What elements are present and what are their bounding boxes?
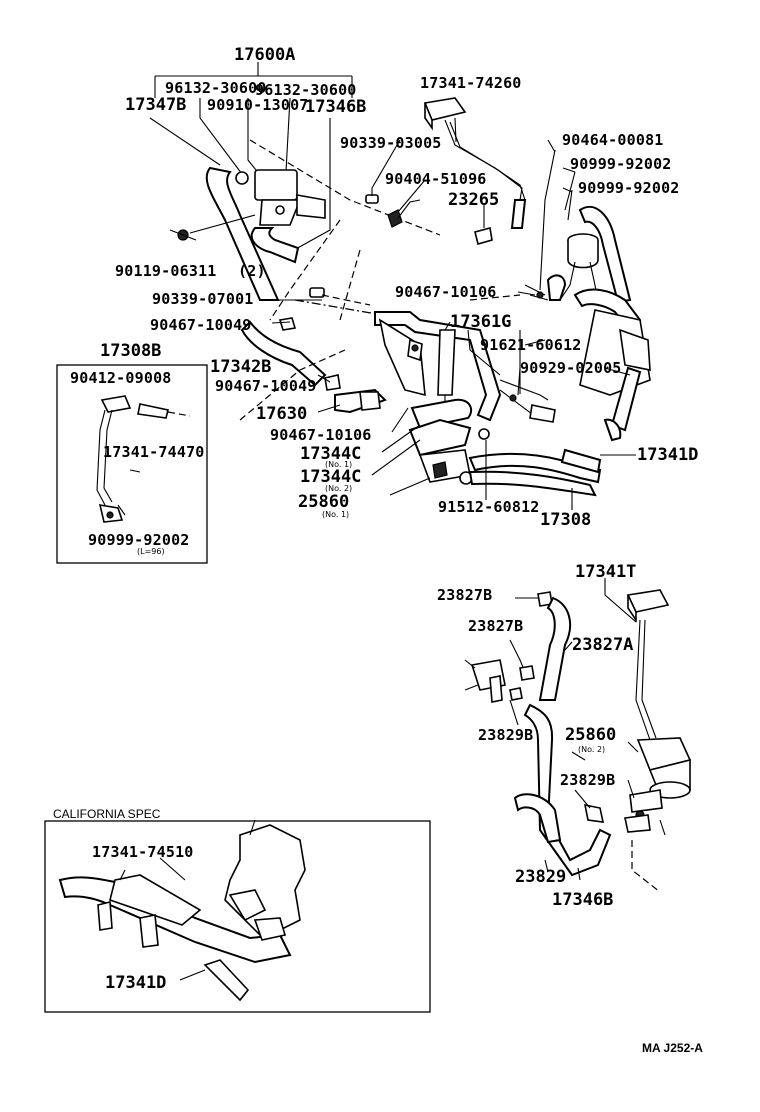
leader-lines [129,117,636,510]
part-labels: 17600A 96132-30600 96132-30600 17347B 90… [53,45,703,1055]
label-17341t: 17341T [575,562,636,582]
label-90412: 90412-09008 [70,369,172,387]
label-90467-10106-a: 90467-10106 [395,283,497,301]
label-23829b-b: 23829B [560,771,615,789]
label-96132-b: 96132-30600 [255,81,357,99]
label-90999-c-sub: (L=96) [137,547,165,556]
label-90999-b: 90999-92002 [578,179,680,197]
label-23829: 23829 [515,867,566,887]
label-17341d: 17341D [637,445,698,465]
label-25860-1-sub: (No. 1) [322,510,349,519]
lower-right-assembly [464,578,692,893]
label-96132-a: 96132-30600 [165,79,267,97]
label-california-spec: CALIFORNIA SPEC [53,807,161,821]
label-90929: 90929-02005 [520,359,622,377]
label-17341d-california: 17341D [105,973,166,993]
diagram-reference: MA J252-A [642,1041,703,1055]
label-25860-1: 25860 [298,492,349,512]
label-23265: 23265 [448,190,499,210]
label-90119-qty: (2) [238,262,266,280]
label-17346b-top: 17346B [305,97,366,117]
label-17630: 17630 [256,404,307,424]
label-17308b: 17308B [100,341,161,361]
vsv-assembly-top [169,169,326,264]
label-90339-07001: 90339-07001 [152,290,254,308]
label-17342b: 17342B [210,357,271,377]
label-17346b-bottom: 17346B [552,890,613,910]
hose-17347b [149,117,280,301]
label-23827b-b: 23827B [468,617,523,635]
california-spec-inset [44,819,431,1013]
label-90910: 90910-13007 [207,96,309,114]
hose-17341-74260 [423,97,527,229]
label-17361g: 17361G [450,312,511,332]
label-90999-c: 90999-92002 [88,531,190,549]
label-23829b-a: 23829B [478,726,533,744]
label-90467-10106-b: 90467-10106 [270,426,372,444]
label-91621: 91621-60612 [480,336,582,354]
label-17344c-2-sub: (No. 2) [325,484,352,493]
label-17344c-1: 17344C [300,444,361,464]
label-90999-a: 90999-92002 [570,155,672,173]
label-90339-03005: 90339-03005 [340,134,442,152]
label-90404: 90404-51096 [385,170,487,188]
label-17344c-2: 17344C [300,467,361,487]
label-17341-74510: 17341-74510 [92,843,194,861]
label-17347b: 17347B [125,95,186,115]
label-90467-10049-b: 90467-10049 [215,377,317,395]
label-23827a: 23827A [572,635,633,655]
canister-assembly [524,149,651,442]
label-17344c-1-sub: (No. 1) [325,460,352,469]
label-90464: 90464-00081 [562,131,664,149]
inset-17308b [56,364,208,564]
bracket-17600a [154,62,353,256]
label-91512: 91512-60812 [438,498,540,516]
label-90119: 90119-06311 [115,262,217,280]
label-17308: 17308 [540,510,591,530]
label-25860-2: 25860 [565,725,616,745]
label-17341-74260: 17341-74260 [420,74,522,92]
label-90467-10049-a: 90467-10049 [150,316,252,334]
label-25860-2-sub: (No. 2) [578,745,605,754]
label-23827b-a: 23827B [437,586,492,604]
label-17600a: 17600A [234,45,295,65]
label-17341-74470: 17341-74470 [103,443,205,461]
